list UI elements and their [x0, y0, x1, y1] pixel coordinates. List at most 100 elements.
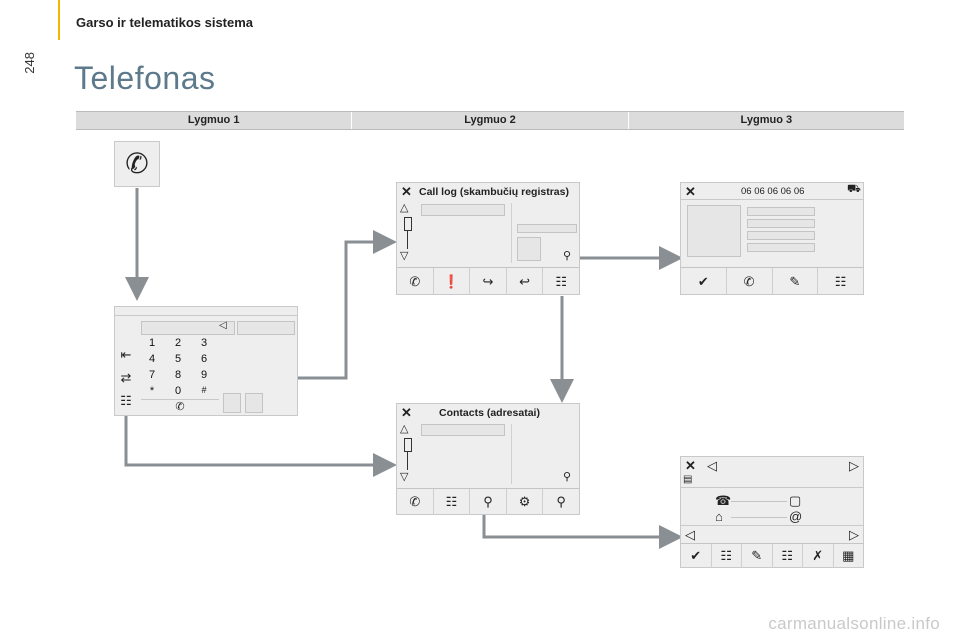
work-icon[interactable]: ▢: [789, 493, 802, 508]
option-button-2[interactable]: [245, 393, 263, 413]
detail-line-2: [747, 219, 815, 228]
home-icon[interactable]: ⌂: [715, 509, 723, 524]
call-detail-image: [517, 237, 541, 261]
edit-icon[interactable]: ✎: [741, 544, 772, 568]
backspace-icon[interactable]: ◁: [219, 320, 227, 331]
scrollbar-track: [407, 231, 408, 249]
key-9[interactable]: 9: [200, 369, 208, 381]
search-contact-icon[interactable]: ⚲: [469, 489, 506, 515]
detail-line-4: [747, 243, 815, 252]
scroll-up-icon[interactable]: △: [400, 202, 409, 214]
dial-number-field[interactable]: [141, 321, 235, 335]
scrollbar-thumb[interactable]: [404, 217, 412, 231]
call-detail-panel: ✕ 06 06 06 06 06 ⛟ ✔ ✆ ✎ ☷: [680, 182, 864, 295]
close-icon[interactable]: ✕: [401, 405, 412, 420]
contacts-toolbar: ✆ ☷ ⚲ ⚙ ⚲: [397, 488, 579, 515]
close-icon[interactable]: ✕: [401, 184, 412, 199]
add-contact-icon[interactable]: ☷: [432, 489, 470, 515]
next-icon[interactable]: ▷: [849, 458, 859, 473]
search-list-icon[interactable]: ⚲: [563, 250, 572, 262]
contact-card-icon: ▤: [683, 474, 693, 485]
divider: [115, 315, 297, 316]
arrow-keypad-to-contacts: [124, 412, 397, 477]
call-log-entry[interactable]: [421, 204, 505, 216]
divider: [511, 424, 512, 484]
level-3-label: Lygmuo 3: [627, 112, 904, 129]
close-icon[interactable]: ✕: [685, 184, 696, 199]
scrollbar-thumb[interactable]: [404, 438, 412, 452]
contacts-icon[interactable]: ☷: [120, 393, 132, 408]
divider: [731, 501, 787, 502]
call-icon[interactable]: ✆: [725, 268, 772, 295]
phone-book-icon: ✆: [125, 148, 149, 179]
car-icon: ⛟: [847, 183, 861, 195]
key-hash[interactable]: #: [201, 385, 207, 395]
next-icon[interactable]: ▷: [849, 527, 859, 542]
contacts-title: Contacts (adresatai): [439, 407, 540, 419]
scroll-down-icon[interactable]: ▽: [400, 471, 409, 483]
call-detail-line: [517, 224, 577, 233]
edit-contact-icon[interactable]: ✎: [771, 268, 818, 295]
search-list-icon[interactable]: ⚲: [563, 471, 572, 483]
key-4[interactable]: 4: [148, 353, 156, 365]
incoming-calls-icon[interactable]: ↪: [469, 268, 506, 295]
mobile-phone-icon[interactable]: ☎: [715, 493, 732, 508]
contact-photo: [687, 205, 741, 257]
add-contact-icon[interactable]: ☷: [710, 544, 742, 568]
email-icon[interactable]: @: [789, 509, 803, 524]
divider: [681, 487, 863, 488]
section-title: Garso ir telematikos sistema: [76, 15, 254, 30]
edit-contact-icon[interactable]: ☷: [771, 544, 803, 568]
search-abc-icon[interactable]: ⚲: [542, 489, 579, 515]
scroll-up-icon[interactable]: △: [400, 423, 409, 435]
contact-book-icon[interactable]: ▦: [832, 544, 864, 568]
key-2[interactable]: 2: [174, 337, 182, 349]
key-8[interactable]: 8: [174, 369, 182, 381]
key-star[interactable]: *: [149, 385, 155, 397]
key-1[interactable]: 1: [148, 337, 156, 349]
option-button-1[interactable]: [223, 393, 241, 413]
call-icon[interactable]: ✆: [409, 494, 421, 509]
handset-icon: ✆: [175, 401, 185, 413]
arrow-contacts-to-contactdetail: [482, 513, 683, 549]
previous-icon[interactable]: ◁: [685, 527, 695, 542]
outgoing-calls-icon[interactable]: ↩: [505, 268, 543, 295]
divider: [681, 199, 863, 200]
call-button[interactable]: ✆: [141, 399, 219, 414]
call-log-toolbar: ✆ ❗ ↪ ↩ ☷: [397, 267, 579, 295]
confirm-icon[interactable]: ✔: [690, 548, 702, 563]
delete-contact-icon[interactable]: ✗: [802, 544, 833, 568]
contact-entry[interactable]: [421, 424, 505, 436]
missed-calls-icon[interactable]: ❗: [432, 268, 470, 295]
key-5[interactable]: 5: [174, 353, 182, 365]
scroll-down-icon[interactable]: ▽: [400, 250, 409, 262]
previous-icon[interactable]: ◁: [707, 458, 717, 473]
scrollbar-track: [407, 452, 408, 470]
level-2-label: Lygmuo 2: [351, 112, 627, 129]
key-0[interactable]: 0: [174, 385, 182, 397]
contact-detail-panel: ✕ ◁ ▷ ▤ ☎ ▢ ⌂ @ ◁ ▷ ✔ ☷ ✎ ☷ ✗ ▦: [680, 456, 864, 568]
contacts-icon[interactable]: ☷: [542, 268, 579, 295]
call-detail-toolbar: ✔ ✆ ✎ ☷: [681, 267, 863, 295]
call-icon[interactable]: ✆: [409, 274, 421, 289]
divider: [681, 525, 863, 526]
filter-icon[interactable]: ⚙: [505, 489, 543, 515]
keypad-side-field: [237, 321, 295, 335]
keypad-panel: ◁ ⇤ ⇄ ☷ 1 2 3 4 5 6 7 8 9 * 0 # ✆: [114, 306, 298, 416]
contact-detail-toolbar: ✔ ☷ ✎ ☷ ✗ ▦: [681, 543, 863, 568]
divider: [731, 517, 787, 518]
call-log-panel: ✕ Call log (skambučių registras) △ ▽ ⚲ ✆…: [396, 182, 580, 295]
detail-line-3: [747, 231, 815, 240]
confirm-icon[interactable]: ✔: [697, 274, 709, 289]
key-6[interactable]: 6: [200, 353, 208, 365]
transfer-icon[interactable]: ⇄: [120, 370, 132, 385]
key-7[interactable]: 7: [148, 369, 156, 381]
login-icon[interactable]: ⇤: [120, 347, 132, 362]
key-3[interactable]: 3: [200, 337, 208, 349]
page-title: Telefonas: [74, 60, 216, 96]
contacts-panel: ✕ Contacts (adresatai) △ ▽ ⚲ ✆ ☷ ⚲ ⚙ ⚲: [396, 403, 580, 515]
add-contact-icon[interactable]: ☷: [817, 268, 863, 295]
phone-menu-button[interactable]: ✆: [114, 141, 160, 187]
close-icon[interactable]: ✕: [685, 458, 696, 473]
